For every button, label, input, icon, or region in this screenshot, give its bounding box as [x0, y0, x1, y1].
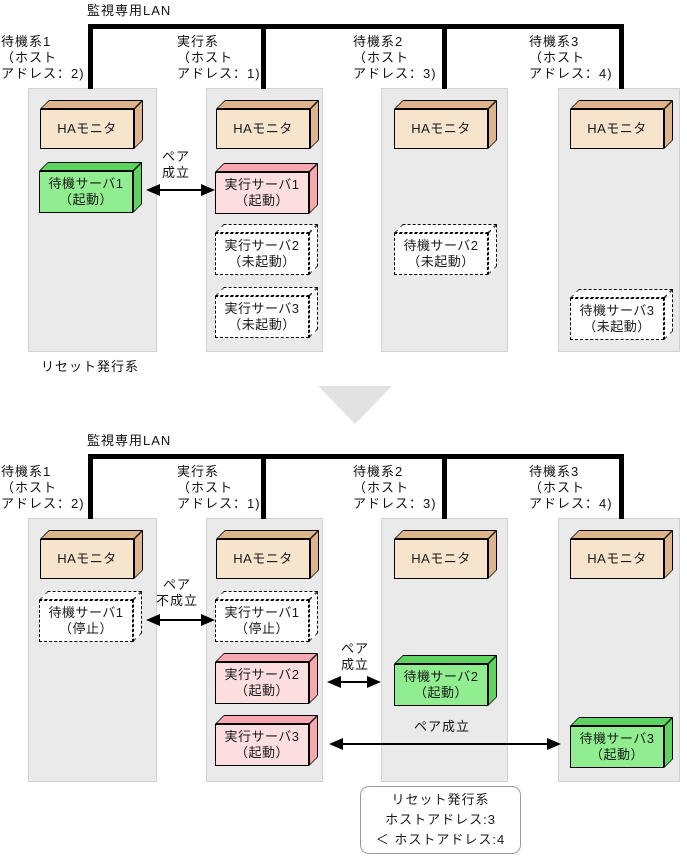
system-label-standby3: 待機系3 （ホスト アドレス：4) [529, 464, 613, 511]
system-label-standby2: 待機系2 （ホスト アドレス：3) [353, 464, 437, 511]
ha-monitor-box: HAモニタ [394, 100, 497, 149]
standby-server-2-box: 待機サーバ2（起動） [394, 655, 497, 706]
system-label-standby3: 待機系3 （ホスト アドレス：4) [529, 34, 613, 81]
ha-monitor-box: HAモニタ [216, 100, 319, 149]
reset-issuing-system-note: リセット発行系 [41, 359, 140, 374]
system-label-standby1: 待機系1 （ホスト アドレス：2) [1, 464, 85, 511]
ha-monitor-box: HAモニタ [216, 530, 319, 579]
standby-server-3-box: 待機サーバ3（起動） [570, 717, 673, 768]
active-server-1-box: 実行サーバ1（起動） [215, 163, 318, 214]
pair-established-arrow-server2 [327, 676, 381, 688]
pair-broken-label: ペア 不成立 [155, 577, 198, 608]
standby-server-3-box: 待機サーバ3（未起動） [570, 289, 673, 340]
pair-established-label: ペア 成立 [161, 149, 190, 180]
system-label-standby2: 待機系2 （ホスト アドレス：3) [353, 34, 437, 81]
active-server-1-box: 実行サーバ1（停止） [215, 591, 318, 642]
lan-label: 監視専用LAN [87, 3, 172, 18]
active-server-2-box: 実行サーバ2（起動） [215, 653, 318, 704]
pair-established-label: ペア 成立 [340, 641, 369, 672]
ha-monitor-box: HAモニタ [40, 100, 143, 149]
standby-server-1-box: 待機サーバ1（停止） [39, 591, 142, 642]
ha-monitor-box: HAモニタ [570, 530, 673, 579]
active-server-3-box: 実行サーバ3（未起動） [215, 287, 318, 338]
system-label-active: 実行系 （ホスト アドレス：1) [177, 464, 261, 511]
standby-server-2-box: 待機サーバ2（未起動） [394, 224, 497, 275]
standby-server-1-box: 待機サーバ1（起動） [39, 162, 142, 213]
ha-monitor-box: HAモニタ [394, 530, 497, 579]
system-label-standby1: 待機系1 （ホスト アドレス：2) [1, 34, 85, 81]
lan-label: 監視専用LAN [87, 433, 172, 448]
reset-issuing-system-callout: リセット発行系 ホストアドレス:3 ＜ ホストアドレス:4 [360, 786, 521, 854]
ha-monitor-box: HAモニタ [40, 530, 143, 579]
pair-established-long-label: ペア成立 [414, 719, 471, 734]
system-label-active: 実行系 （ホスト アドレス：1) [177, 34, 261, 81]
active-server-2-box: 実行サーバ2（未起動） [215, 224, 318, 275]
active-server-3-box: 実行サーバ3（起動） [215, 715, 318, 766]
ha-monitor-box: HAモニタ [570, 100, 673, 149]
